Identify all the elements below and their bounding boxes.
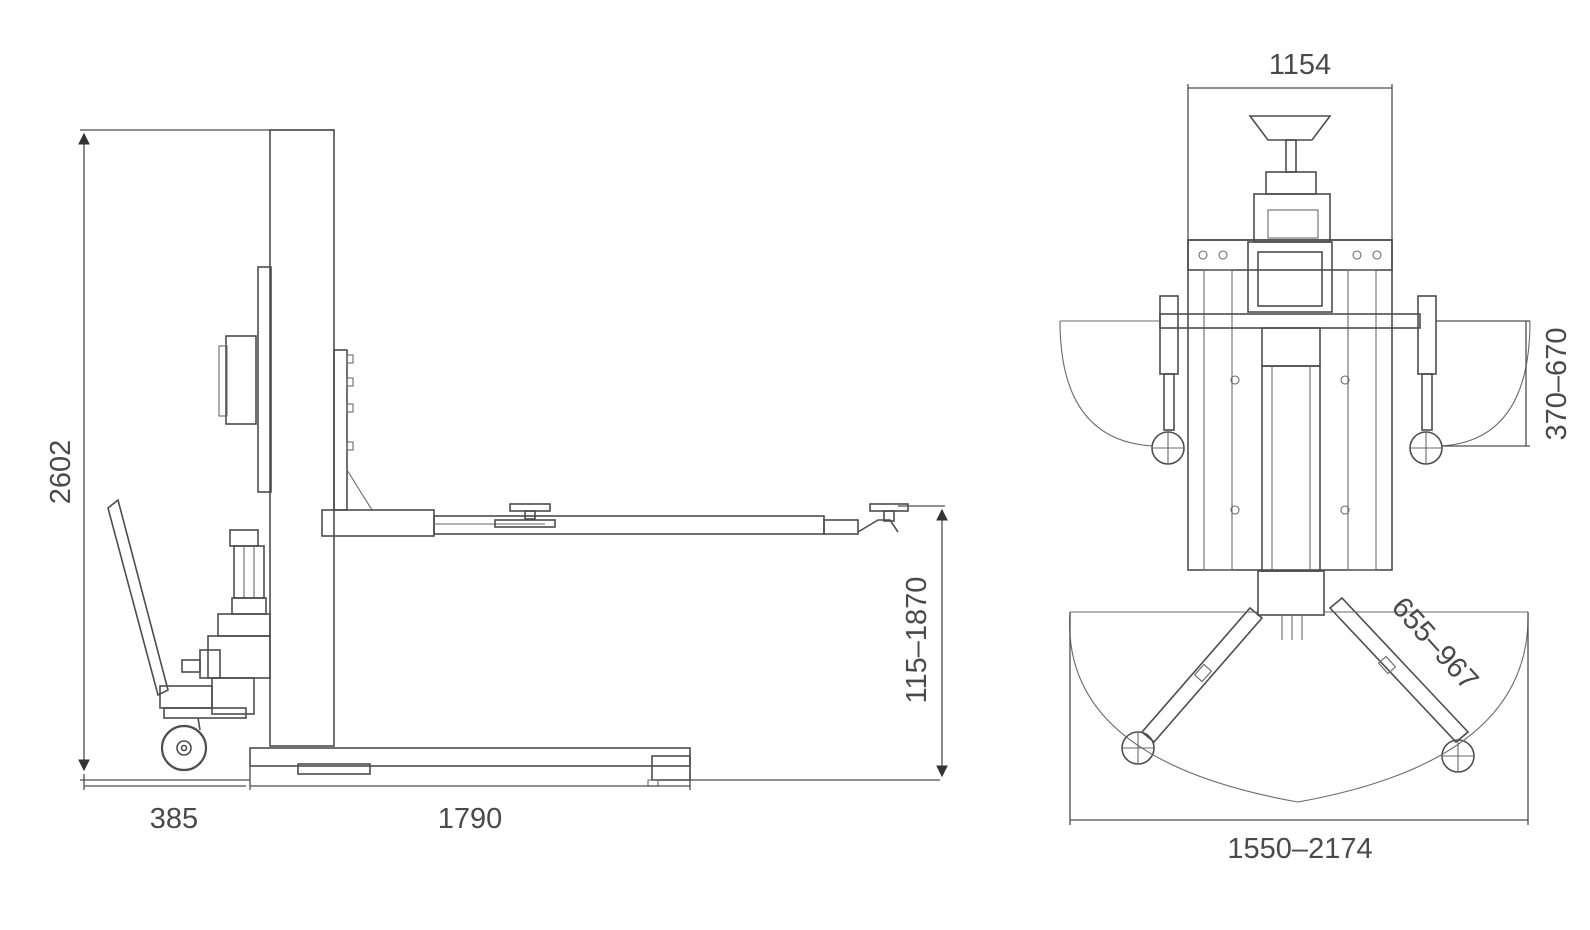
- pump-handle: [107, 498, 169, 697]
- caster-wheel: [160, 724, 208, 772]
- crossbeam: [1159, 313, 1421, 329]
- rear-swing-arc: [1069, 611, 1529, 803]
- lower-arm-right: [1328, 596, 1475, 773]
- side-view: [107, 129, 909, 787]
- front-pad-left: [1151, 295, 1185, 465]
- lift-pad: [869, 503, 909, 522]
- arm-carriage: [333, 349, 348, 511]
- control-box: [225, 335, 257, 425]
- top-motor: [1253, 193, 1331, 243]
- lifting-arm: [433, 515, 825, 535]
- arm-base: [321, 509, 435, 537]
- lift-pad: [494, 503, 556, 528]
- top-dimensions: [1069, 84, 1530, 825]
- rear-length-label: 385: [150, 803, 198, 835]
- height-label: 2602: [45, 440, 77, 505]
- side-dimensions: [78, 129, 948, 790]
- front-pad-right: [1409, 295, 1443, 465]
- front-range-label: 370–670: [1541, 328, 1573, 441]
- pump: [217, 613, 271, 637]
- base-block: [1257, 570, 1325, 616]
- top-view: [1059, 115, 1531, 803]
- lift-column: [269, 129, 335, 747]
- carriage-plate: [257, 266, 272, 493]
- column-frame: [1187, 239, 1393, 571]
- lower-arm-left: [1121, 606, 1264, 765]
- center-column: [1261, 365, 1321, 572]
- motor: [233, 545, 265, 599]
- top-width-label: 1154: [1269, 49, 1331, 81]
- arm-range-label: 655–967: [1385, 591, 1484, 696]
- lift-range-label: 115–1870: [901, 577, 933, 704]
- base-length-label: 1790: [438, 803, 503, 835]
- top-handle: [1248, 115, 1332, 141]
- span-range-label: 1550–2174: [1227, 833, 1372, 865]
